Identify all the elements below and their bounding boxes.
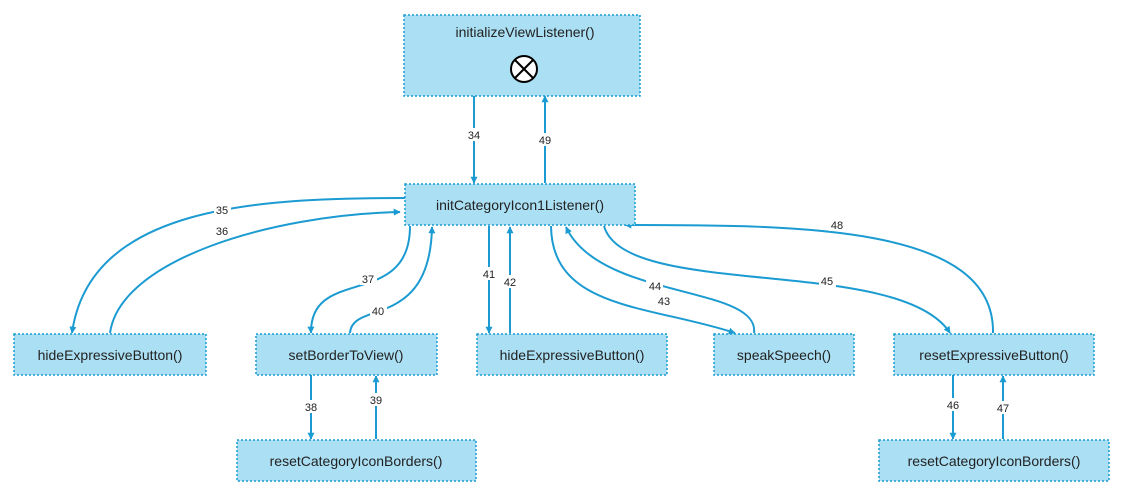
edge-48 — [624, 221, 995, 334]
node-hide-expressive-button-left[interactable]: hideExpressiveButton() — [13, 333, 207, 376]
edge-37 — [307, 225, 411, 334]
edge-label-41: 41 — [483, 269, 495, 281]
node-reset-category-icon-borders-right[interactable]: resetCategoryIconBorders() — [878, 439, 1110, 482]
node-label: hideExpressiveButton() — [38, 347, 183, 363]
edge-43 — [550, 225, 736, 335]
edge-label-45: 45 — [821, 276, 833, 288]
node-label: resetCategoryIconBorders() — [908, 453, 1081, 469]
node-reset-expressive-button[interactable]: resetExpressiveButton() — [893, 333, 1095, 376]
node-speak-speech[interactable]: speakSpeech() — [713, 333, 855, 376]
edge-label-39: 39 — [370, 395, 382, 407]
edge-label-38: 38 — [305, 402, 317, 414]
node-hide-expressive-button-center[interactable]: hideExpressiveButton() — [476, 333, 668, 376]
edges — [69, 95, 1007, 440]
edge-label-48: 48 — [831, 220, 843, 232]
node-label: speakSpeech() — [737, 347, 831, 363]
edge-45 — [603, 225, 951, 334]
edge-label-34: 34 — [468, 130, 480, 142]
node-label: resetCategoryIconBorders() — [270, 453, 443, 469]
edge-40 — [349, 226, 436, 334]
edge-36 — [109, 208, 401, 334]
edge-44 — [565, 226, 756, 334]
edge-label-43: 43 — [658, 296, 670, 308]
node-label: hideExpressiveButton() — [500, 347, 645, 363]
node-reset-category-icon-borders-left[interactable]: resetCategoryIconBorders() — [236, 439, 477, 482]
edge-label-35: 35 — [216, 205, 228, 217]
edge-label-47: 47 — [997, 403, 1009, 415]
node-set-border-to-view[interactable]: setBorderToView() — [255, 333, 438, 376]
nodes: initializeViewListener() initCategoryIco… — [13, 14, 1110, 482]
edge-label-40: 40 — [372, 306, 384, 318]
circle-x-icon — [510, 55, 538, 83]
edge-label-46: 46 — [947, 400, 959, 412]
node-label: initCategoryIcon1Listener() — [436, 197, 604, 213]
node-initialize-view-listener[interactable]: initializeViewListener() — [403, 14, 641, 97]
edge-label-36: 36 — [216, 226, 228, 238]
node-label: resetExpressiveButton() — [919, 347, 1068, 363]
node-init-category-icon1-listener[interactable]: initCategoryIcon1Listener() — [404, 183, 636, 226]
node-label: setBorderToView() — [289, 347, 404, 363]
edge-labels: 34 49 35 36 37 40 41 42 44 43 45 48 38 3… — [214, 128, 1012, 415]
node-label: initializeViewListener() — [455, 24, 594, 40]
edge-label-44: 44 — [649, 281, 661, 293]
edge-label-42: 42 — [504, 277, 516, 289]
edge-label-37: 37 — [362, 274, 374, 286]
edge-label-49: 49 — [539, 135, 551, 147]
edge-35 — [69, 197, 406, 334]
